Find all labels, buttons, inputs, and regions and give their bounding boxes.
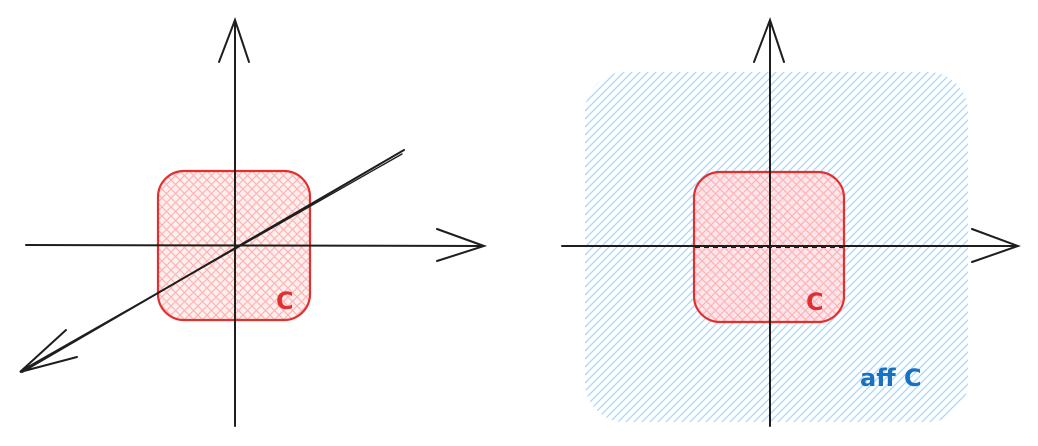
- left-axes: [19, 17, 488, 427]
- right-y-arrowhead: [753, 17, 785, 63]
- right-x-arrowhead: [971, 228, 1021, 263]
- affine-hull-label: aff C: [860, 364, 922, 392]
- right-diagram: C aff C: [561, 17, 1021, 427]
- left-diagram: C: [19, 17, 488, 427]
- left-x-arrowhead: [436, 228, 488, 262]
- left-diagonal-arrowhead: [19, 329, 78, 373]
- left-y-arrowhead: [218, 17, 250, 63]
- right-set-c-label: C: [806, 288, 824, 316]
- left-set-c-label: C: [276, 287, 294, 315]
- left-diagonal-line-double: [23, 153, 403, 370]
- left-x-axis: [25, 244, 484, 247]
